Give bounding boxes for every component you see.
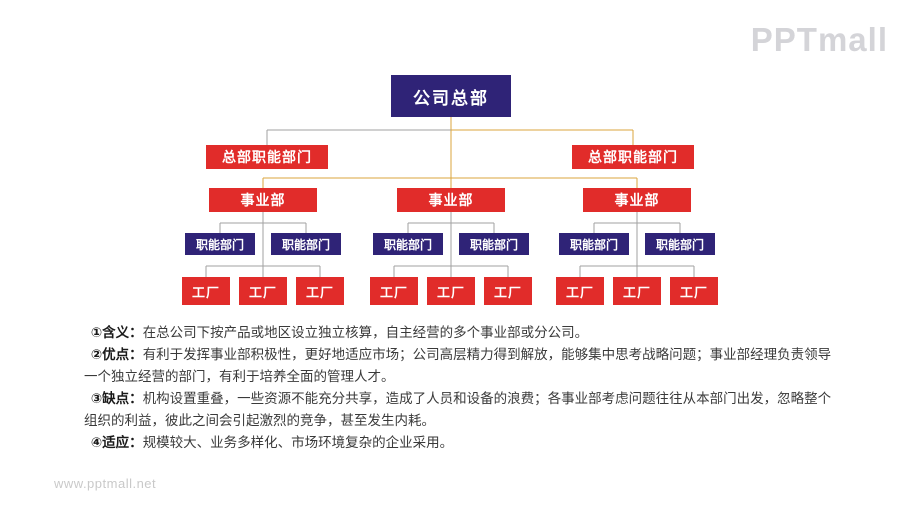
- function-dept-node: 职能部门: [373, 233, 443, 255]
- factory-node: 工厂: [239, 277, 287, 305]
- note-paragraph-applicability: ④适应：规模较大、业务多样化、市场环境复杂的企业采用。: [84, 432, 844, 454]
- factory-icon: 工厂: [379, 284, 408, 300]
- factory-node: 工厂: [296, 277, 344, 305]
- note-paragraph-meaning: ①含义：在总公司下按产品或地区设立独立核算，自主经营的多个事业部或分公司。: [84, 322, 844, 344]
- function-dept-node: 职能部门: [645, 233, 715, 255]
- note-label: ①含义：: [90, 325, 143, 340]
- division-node: 事业部: [583, 188, 691, 212]
- division-group-2: 事业部 职能部门 职能部门 工厂 工厂 工厂: [370, 188, 532, 306]
- factory-icon: 工厂: [679, 284, 708, 300]
- note-text: 有利于发挥事业部积极性，更好地适应市场；公司高层精力得到解放，能够集中思考战略问…: [84, 347, 832, 384]
- factory-node: 工厂: [484, 277, 532, 305]
- staff-dept-left: 总部职能部门: [206, 145, 328, 169]
- pptmall-logo: PPTmall: [750, 21, 888, 58]
- factory-icon: 工厂: [305, 284, 334, 300]
- function-dept-node: 职能部门: [559, 233, 629, 255]
- note-label: ③缺点：: [90, 391, 143, 406]
- function-dept-node: 职能部门: [271, 233, 341, 255]
- division-group-3: 事业部 职能部门 职能部门 工厂 工厂 工厂: [556, 188, 718, 306]
- factory-node: 工厂: [556, 277, 604, 305]
- factory-icon: 工厂: [493, 284, 522, 300]
- factory-icon: 工厂: [248, 284, 277, 300]
- note-paragraph-advantages: ②优点：有利于发挥事业部积极性，更好地适应市场；公司高层精力得到解放，能够集中思…: [84, 344, 844, 388]
- factory-icon: 工厂: [436, 284, 465, 300]
- factory-node: 工厂: [670, 277, 718, 305]
- note-label: ②优点：: [90, 347, 143, 362]
- division-node: 事业部: [397, 188, 505, 212]
- note-text: 机构设置重叠，一些资源不能充分共享，造成了人员和设备的浪费；各事业部考虑问题往往…: [84, 391, 832, 428]
- function-dept-node: 职能部门: [185, 233, 255, 255]
- function-dept-node: 职能部门: [459, 233, 529, 255]
- staff-dept-right: 总部职能部门: [572, 145, 694, 169]
- factory-node: 工厂: [182, 277, 230, 305]
- note-text: 在总公司下按产品或地区设立独立核算，自主经营的多个事业部或分公司。: [142, 325, 589, 340]
- factory-icon: 工厂: [622, 284, 651, 300]
- note-paragraph-disadvantages: ③缺点：机构设置重叠，一些资源不能充分共享，造成了人员和设备的浪费；各事业部考虑…: [84, 388, 844, 432]
- note-text: 规模较大、业务多样化、市场环境复杂的企业采用。: [142, 435, 454, 450]
- factory-icon: 工厂: [565, 284, 594, 300]
- division-group-1: 事业部 职能部门 职能部门 工厂 工厂 工厂: [182, 188, 344, 306]
- note-label: ④适应：: [90, 435, 143, 450]
- factory-node: 工厂: [613, 277, 661, 305]
- factory-icon: 工厂: [191, 284, 220, 300]
- site-watermark: www.pptmall.net: [54, 476, 157, 491]
- notes-section: ①含义：在总公司下按产品或地区设立独立核算，自主经营的多个事业部或分公司。 ②优…: [84, 322, 844, 454]
- root-node-company-hq: 公司总部: [391, 75, 511, 117]
- factory-node: 工厂: [370, 277, 418, 305]
- division-node: 事业部: [209, 188, 317, 212]
- factory-node: 工厂: [427, 277, 475, 305]
